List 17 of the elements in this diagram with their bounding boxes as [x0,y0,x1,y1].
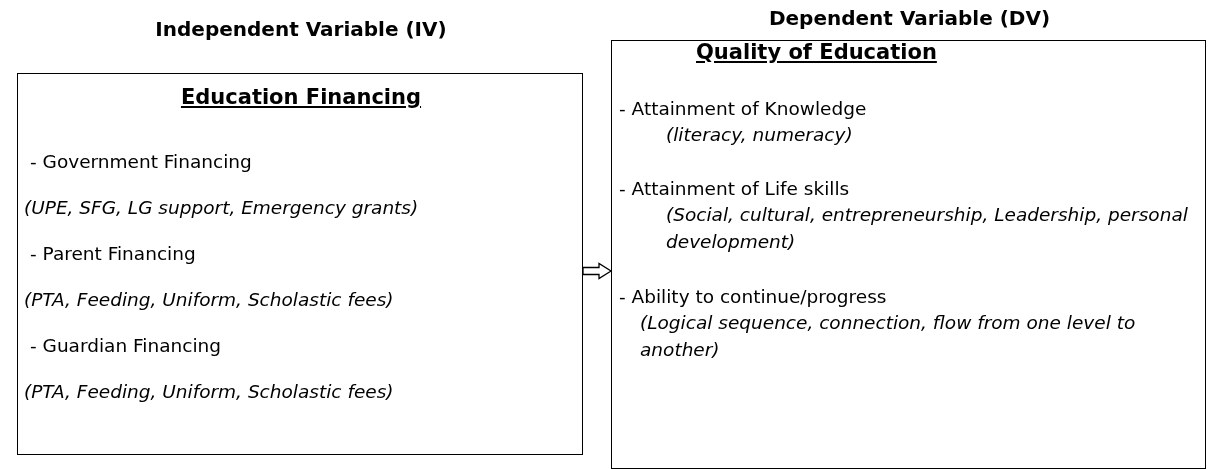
list-item: - Attainment of Knowledge [619,97,867,121]
example-note: (literacy, numeracy) [666,123,853,147]
example-note: (PTA, Feeding, Uniform, Scholastic fees) [24,380,394,404]
column-heading: Independent Variable (IV) [154,16,448,43]
hollow-arrow [582,262,613,280]
box-title: Education Financing [179,84,423,111]
list-item: - Attainment of Life skills [619,177,850,201]
list-item: - Guardian Financing [30,334,222,358]
example-note: (Logical sequence, connection, flow from one level to another) [640,311,1137,362]
example-note: (PTA, Feeding, Uniform, Scholastic fees) [24,288,394,312]
box-title: Quality of Education [696,39,937,66]
list-item: - Government Financing [30,150,252,174]
list-item: - Ability to continue/progress [619,285,887,309]
list-item: - Parent Financing [30,242,196,266]
example-note: (UPE, SFG, LG support, Emergency grants) [24,196,419,220]
column-heading: Dependent Variable (DV) [767,5,1052,32]
example-note: (Social, cultural, entrepreneurship, Leadership, personal development) [666,203,1189,254]
